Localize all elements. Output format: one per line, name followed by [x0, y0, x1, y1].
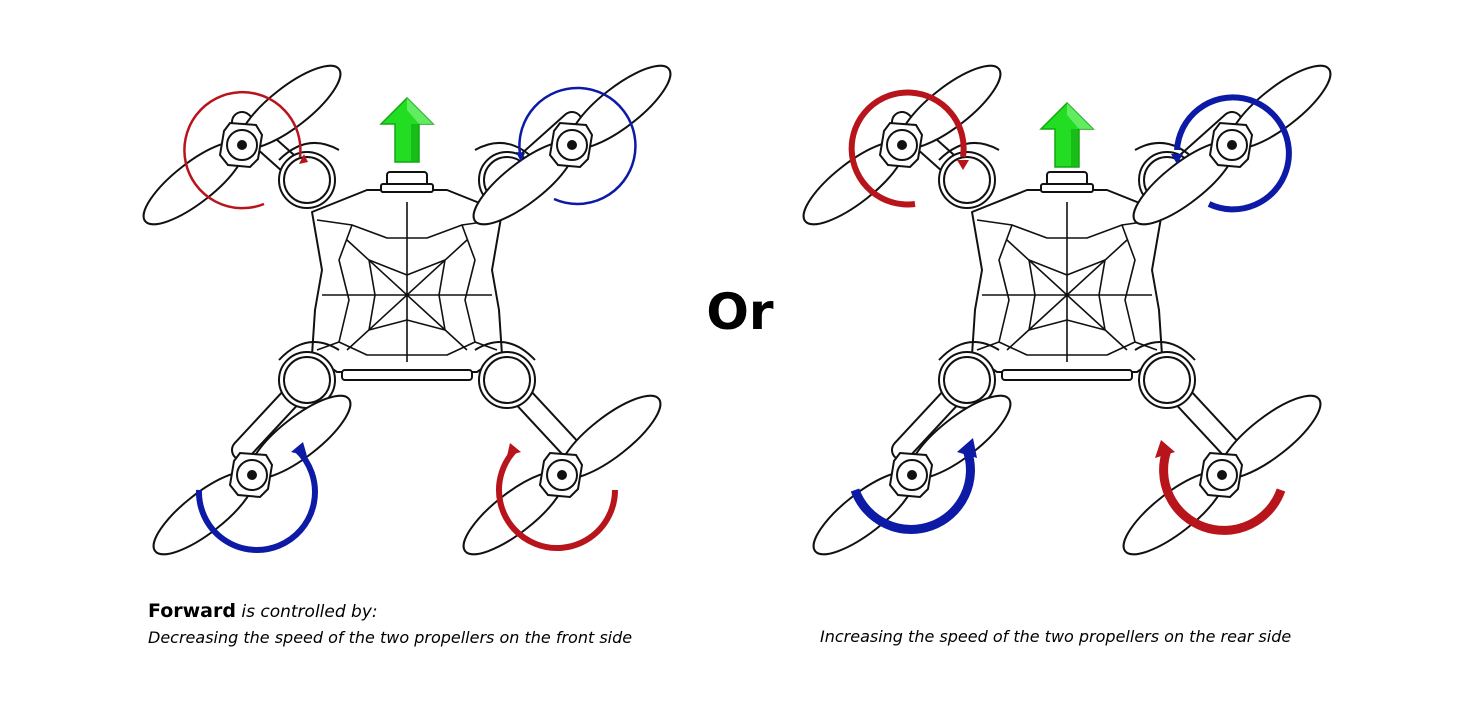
caption-bold-word: Forward	[148, 600, 236, 622]
propeller-rear-right-icon	[451, 382, 673, 568]
rotation-arrow-icon	[516, 86, 637, 206]
drone-diagram-right	[791, 52, 1343, 568]
rotation-arrow-icon	[1155, 440, 1286, 535]
rotation-arrow-icon	[183, 90, 308, 210]
rotation-arrow-icon	[195, 442, 318, 553]
caption-right-text: Increasing the speed of the two propelle…	[820, 627, 1292, 646]
caption-title-rest: is controlled by:	[235, 602, 378, 622]
propeller-rear-left-icon	[801, 382, 1023, 568]
green-up-arrow-icon	[380, 97, 434, 163]
drone-diagram-left	[131, 52, 683, 568]
green-up-arrow-icon	[1040, 102, 1094, 168]
propeller-front-right-icon	[461, 52, 683, 238]
caption-left-text: Decreasing the speed of the two propelle…	[148, 628, 633, 647]
rotation-arrow-icon	[496, 443, 618, 551]
caption-title: Forward is controlled by:	[148, 600, 378, 622]
rotation-arrow-icon	[848, 89, 969, 208]
rotation-arrow-icon	[1171, 94, 1292, 213]
rotation-arrow-icon	[850, 438, 977, 534]
propeller-rear-left-icon	[141, 382, 363, 568]
or-separator: Or	[706, 283, 774, 341]
propeller-rear-right-icon	[1111, 382, 1333, 568]
